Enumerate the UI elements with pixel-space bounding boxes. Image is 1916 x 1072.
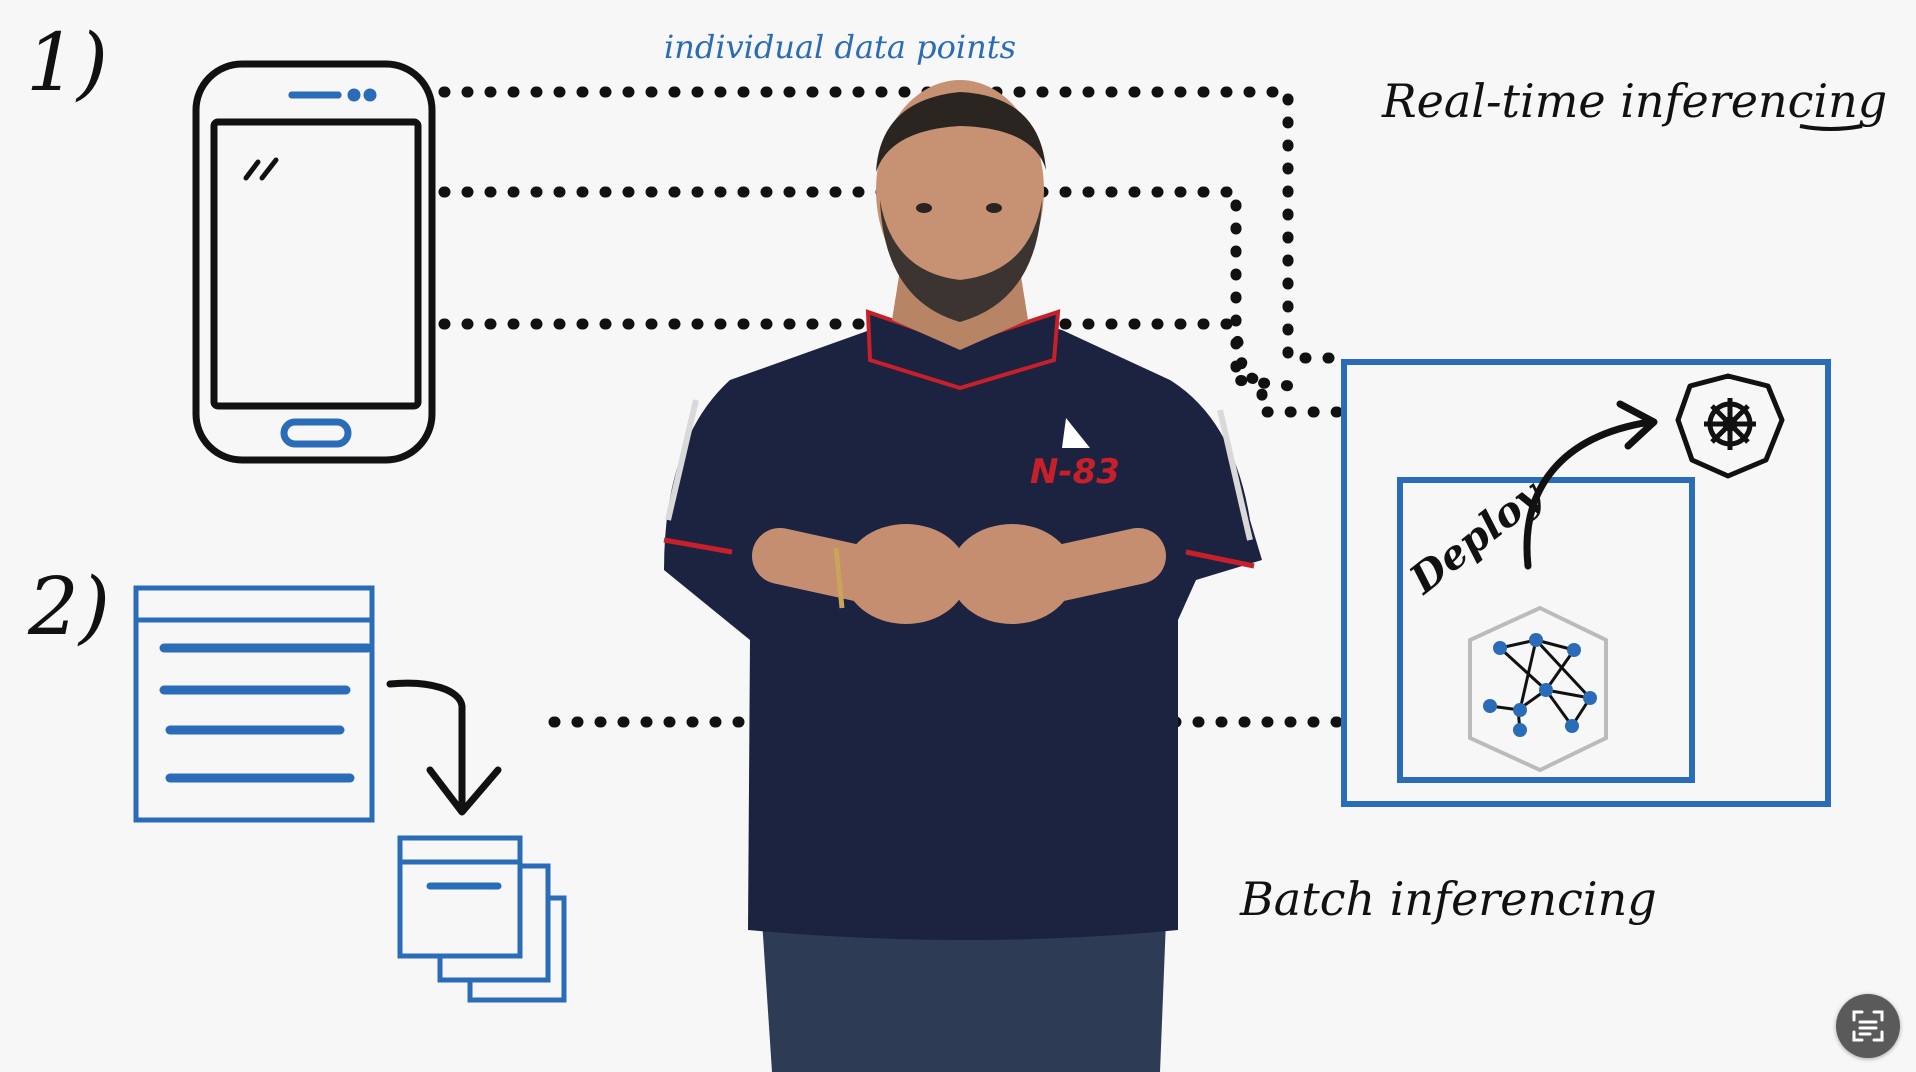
- visual-search-button[interactable]: [1836, 994, 1900, 1058]
- realtime-label: Real-time inferencing: [1382, 74, 1888, 128]
- batch-arrow-icon: [386, 679, 502, 816]
- step-2-label: 2): [28, 560, 111, 653]
- kubernetes-helm-icon: [1675, 373, 1785, 479]
- smartphone-icon: [192, 60, 436, 464]
- data-points-label: individual data points: [664, 28, 1016, 66]
- batch-label: Batch inferencing: [1240, 872, 1657, 926]
- shirt-logo-text: N-83: [1030, 452, 1120, 492]
- document-icon: [133, 585, 375, 823]
- neural-network-cube-icon: [1468, 605, 1608, 773]
- step-1-label: 1): [26, 16, 109, 109]
- realtime-underline: [1799, 124, 1863, 131]
- visual-search-icon: [1852, 1010, 1884, 1042]
- batch-stack-icon: [397, 835, 567, 1003]
- deploy-arrow-icon: [1523, 400, 1658, 570]
